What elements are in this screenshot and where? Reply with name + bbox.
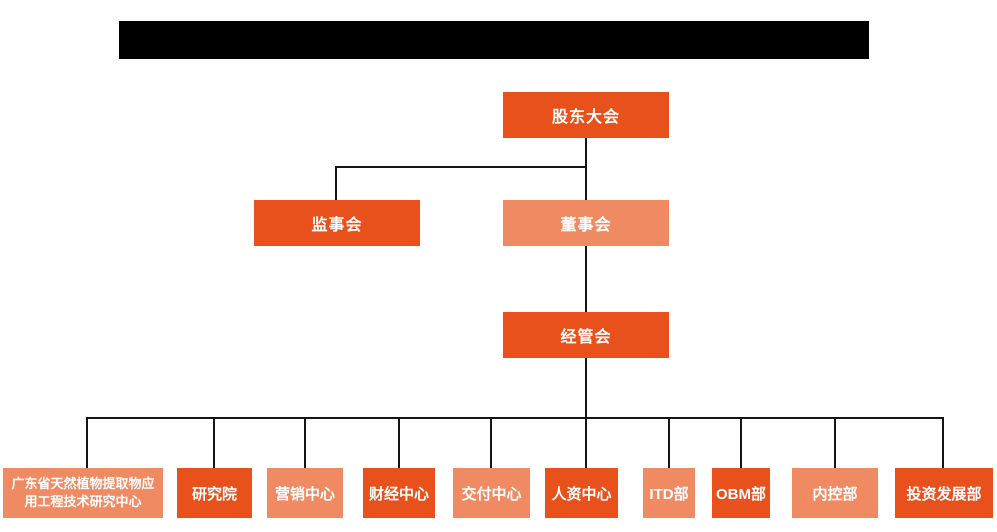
connector-line (585, 358, 587, 419)
org-node-dept-obm: OBM部 (712, 468, 770, 518)
org-node-dept-marketing-center: 营销中心 (267, 468, 343, 518)
org-node-dept-finance-center: 财经中心 (363, 468, 435, 518)
connector-line (585, 246, 587, 312)
connector-line (335, 166, 587, 168)
connector-line (398, 417, 400, 468)
org-node-board-of-directors: 董事会 (503, 200, 669, 246)
connector-line (942, 417, 944, 468)
org-node-management-committee: 经管会 (503, 312, 669, 358)
org-node-dept-investment-development: 投资发展部 (895, 468, 993, 518)
connector-line (213, 417, 215, 468)
org-node-supervisory-board: 监事会 (254, 200, 420, 246)
connector-line (86, 417, 944, 419)
connector-line (86, 417, 88, 468)
org-node-shareholders-meeting: 股东大会 (503, 92, 669, 138)
connector-line (585, 138, 587, 200)
org-node-dept-research-institute: 研究院 (177, 468, 252, 518)
connector-line (740, 417, 742, 468)
redacted-title-bar (119, 21, 869, 59)
org-node-dept-internal-control: 内控部 (792, 468, 878, 518)
org-node-dept-delivery-center: 交付中心 (453, 468, 530, 518)
org-node-dept-itd: ITD部 (643, 468, 695, 518)
org-node-dept-hr-center: 人资中心 (545, 468, 618, 518)
connector-line (668, 417, 670, 468)
connector-line (585, 417, 587, 468)
connector-line (335, 166, 337, 200)
connector-line (304, 417, 306, 468)
connector-line (834, 417, 836, 468)
org-node-dept-research-center: 广东省天然植物提取物应用工程技术研究中心 (3, 468, 163, 518)
connector-line (490, 417, 492, 468)
